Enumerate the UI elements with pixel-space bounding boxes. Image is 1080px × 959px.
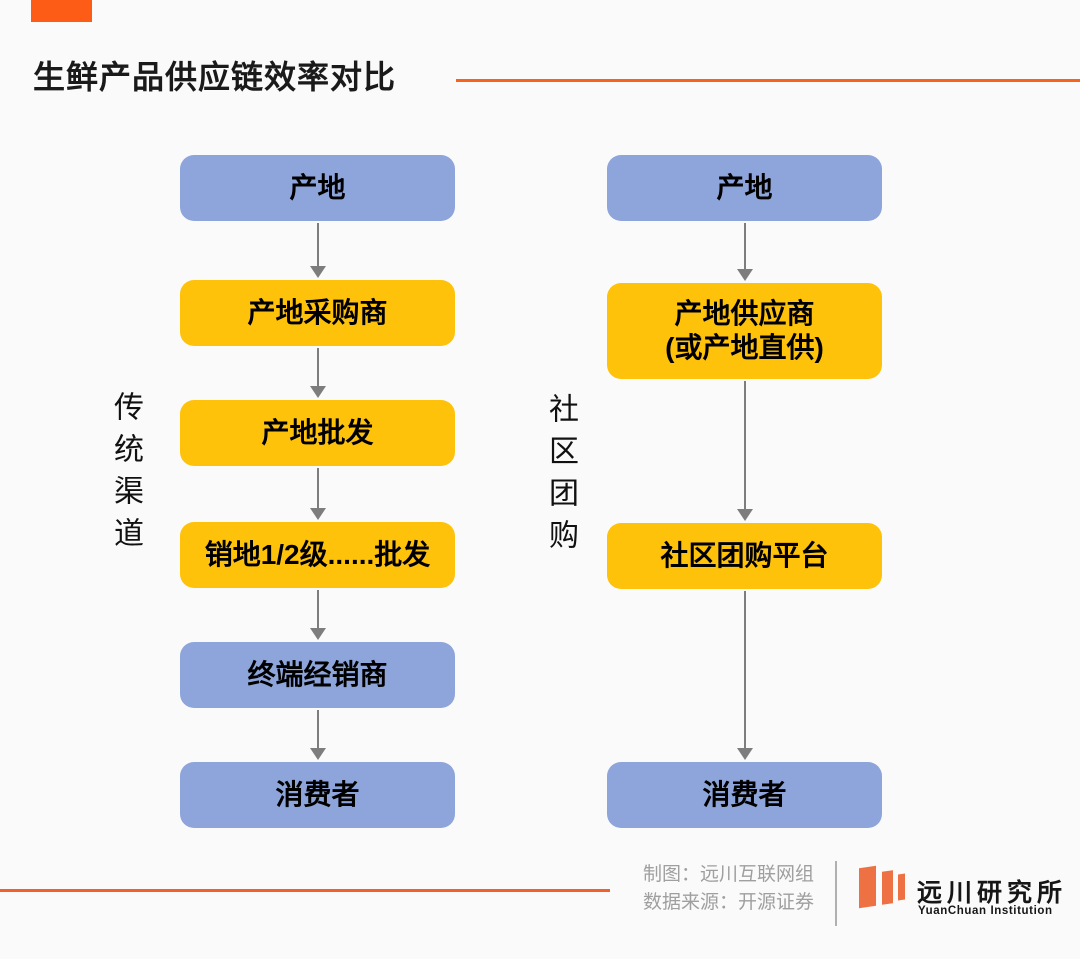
logo-bars-icon — [898, 873, 905, 901]
footer-divider — [835, 861, 837, 926]
flow-node-label: 终端经销商 — [247, 659, 388, 690]
flow-node-origin-wholesale: 产地批发 — [180, 400, 455, 466]
brand-accent-bar — [31, 0, 92, 22]
down-arrow — [310, 348, 326, 398]
logo-bars-icon — [882, 870, 893, 905]
flow-node-terminal-dealer: 终端经销商 — [180, 642, 455, 708]
flow-node-label: 消费者 — [702, 779, 787, 810]
down-arrow — [737, 223, 753, 281]
column-label-community: 社区团购 — [544, 393, 577, 561]
logo-name-en: YuanChuan Institution — [918, 905, 1053, 917]
down-arrow — [310, 223, 326, 278]
credits-block: 制图：远川互联网组 数据来源：开源证券 — [643, 861, 814, 917]
flow-node-origin-supplier: 产地供应商 (或产地直供) — [607, 283, 882, 379]
flow-node-origin-2: 产地 — [607, 155, 882, 221]
flow-node-label: 产地 — [716, 172, 773, 203]
down-arrow — [737, 381, 753, 521]
flow-node-consumer: 消费者 — [180, 762, 455, 828]
logo-name-cn: 远川研究所 — [917, 879, 1068, 907]
flow-node-label: 产地 — [289, 172, 346, 203]
flow-node-label-line2: (或产地直供) — [665, 332, 824, 363]
flow-node-consumer-2: 消费者 — [607, 762, 882, 828]
down-arrow — [737, 591, 753, 760]
flow-node-destination-wholesale: 销地1/2级......批发 — [180, 522, 455, 588]
page-title: 生鲜产品供应链效率对比 — [33, 59, 397, 95]
flow-node-origin: 产地 — [180, 155, 455, 221]
footer-rule-line — [0, 889, 610, 892]
flow-node-label: 社区团购平台 — [660, 540, 829, 571]
flow-node-label: 产地批发 — [261, 417, 374, 448]
logo-bars-icon — [859, 865, 876, 909]
down-arrow — [310, 590, 326, 640]
down-arrow — [310, 710, 326, 760]
down-arrow — [310, 468, 326, 520]
flow-node-label: 产地采购商 — [247, 297, 388, 328]
flow-node-origin-purchaser: 产地采购商 — [180, 280, 455, 346]
column-label-traditional: 传统渠道 — [109, 391, 142, 559]
title-rule-line — [456, 79, 1080, 82]
credit-source: 数据来源：开源证券 — [643, 892, 815, 913]
flow-node-label: 产地供应商 — [674, 298, 815, 329]
credit-maker: 制图：远川互联网组 — [643, 864, 815, 885]
flow-node-label: 消费者 — [275, 779, 360, 810]
flow-node-group-buy-platform: 社区团购平台 — [607, 523, 882, 589]
flow-node-label: 销地1/2级......批发 — [204, 539, 431, 570]
